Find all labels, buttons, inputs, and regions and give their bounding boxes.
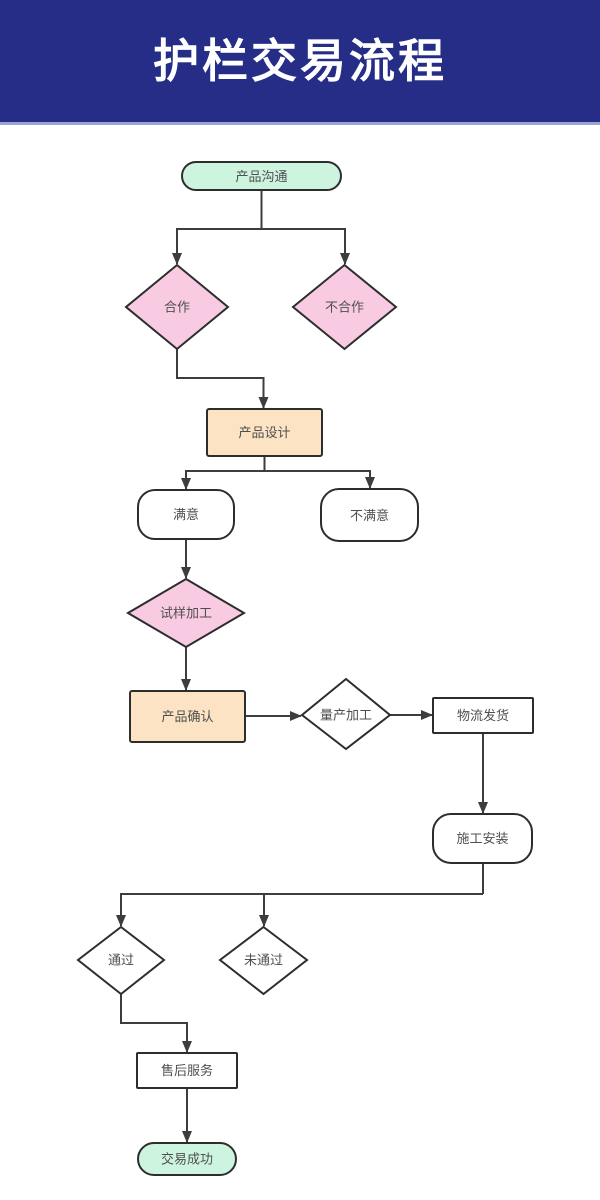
- node-cooperate-label: 合作: [164, 300, 190, 315]
- node-mass-production-label: 量产加工: [320, 708, 372, 723]
- node-confirm-label: 产品确认: [161, 709, 213, 724]
- node-success-label: 交易成功: [161, 1152, 213, 1167]
- node-installation-label: 施工安装: [456, 831, 508, 846]
- node-start: 产品沟通: [181, 161, 342, 191]
- connector-lines: [116, 190, 488, 1143]
- node-after-sales: 售后服务: [136, 1052, 238, 1089]
- edge-cooperate-design: [176, 349, 269, 409]
- node-confirm: 产品确认: [129, 690, 246, 743]
- edge-pass-after-sales: [120, 994, 192, 1053]
- edge-design-split: [186, 456, 370, 472]
- node-fail-label: 未通过: [244, 953, 283, 968]
- node-satisfied-label: 满意: [173, 507, 199, 522]
- node-satisfied: 满意: [137, 489, 235, 540]
- node-no-cooperate-label: 不合作: [325, 300, 364, 315]
- edge-start-split: [177, 190, 345, 230]
- node-after-sales-label: 售后服务: [161, 1063, 213, 1078]
- node-success: 交易成功: [137, 1142, 237, 1176]
- node-pass: 通过: [76, 925, 166, 996]
- node-unsatisfied: 不满意: [320, 488, 419, 542]
- node-sample-process: 试样加工: [126, 577, 246, 649]
- node-installation: 施工安装: [432, 813, 533, 864]
- flowchart-canvas: 产品沟通 合作 不合作 产品设计 满意 不满意: [76, 161, 534, 1176]
- node-mass-production: 量产加工: [300, 677, 392, 751]
- node-pass-label: 通过: [108, 953, 134, 968]
- banner: 护栏交易流程: [0, 0, 600, 125]
- flowchart-nodes: 产品沟通 合作 不合作 产品设计 满意 不满意: [76, 161, 534, 1176]
- node-no-cooperate: 不合作: [291, 263, 398, 351]
- page-title: 护栏交易流程: [153, 35, 447, 87]
- node-design-label: 产品设计: [238, 425, 290, 440]
- edge-installation-split: [121, 863, 484, 895]
- node-shipping: 物流发货: [432, 697, 534, 734]
- node-start-label: 产品沟通: [235, 169, 287, 184]
- node-shipping-label: 物流发货: [457, 708, 509, 723]
- node-sample-process-label: 试样加工: [160, 606, 212, 621]
- node-fail: 未通过: [218, 925, 309, 996]
- node-unsatisfied-label: 不满意: [350, 508, 389, 523]
- node-cooperate: 合作: [124, 263, 230, 351]
- node-design: 产品设计: [206, 408, 323, 457]
